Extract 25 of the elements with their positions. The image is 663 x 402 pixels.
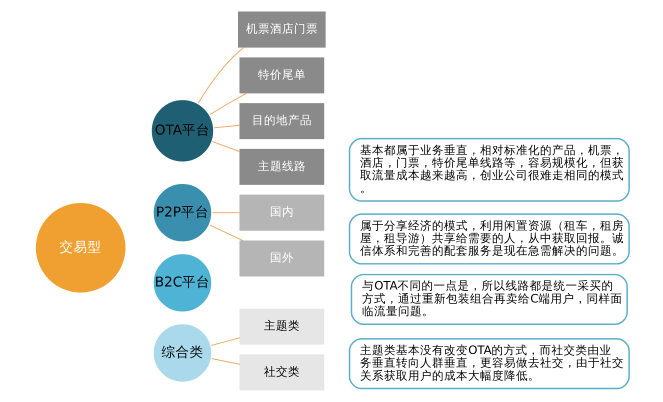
node-box: 属于分享经济的模式，利用闲置资源（租车，租房屋，租导游）共享给需要的人，从中获取回报。诚信体系和完善的配套服务是现在急需解决的问题。	[348, 213, 630, 265]
connector	[211, 212, 240, 214]
node-box: 与OTA不同的一点是，所以线路都是统一采买的方式，通过重新包装组合再卖给C端用户，同样面临流量问题。	[350, 274, 628, 325]
node-box: 国外	[238, 240, 324, 276]
node-circle: 交易型	[33, 201, 127, 295]
node-circle: P2P平台	[151, 182, 213, 244]
connector	[210, 358, 240, 365]
node-box: 主题类基本没有改变OTA的方式，而社交类由业务垂直转向人群垂直，更容易做去社交，由于社交关系获取用户的成本大幅度降低。	[348, 338, 630, 390]
node-box: 基本都属于业务垂直，相对标准化的产品，机票，酒店，门票，特价尾单线路等，容易规模化，但获取流量成本越来越高，创业公司很难走相同的模式。	[348, 138, 630, 202]
node-circle: B2C平台	[151, 252, 213, 314]
node-box: 特价尾单	[238, 57, 324, 94]
connector	[208, 92, 247, 116]
node-box: 国内	[238, 194, 324, 231]
node-box: 主题类	[238, 308, 324, 345]
node-box: 目的地产品	[238, 103, 324, 140]
node-box: 社交类	[238, 354, 324, 390]
connector	[208, 224, 244, 242]
node-box: 主题线路	[238, 148, 324, 185]
connector	[197, 46, 244, 104]
connector	[213, 124, 240, 128]
connector	[210, 337, 240, 346]
node-circle: OTA平台	[149, 98, 215, 164]
node-box: 机票酒店门票	[238, 12, 326, 48]
connector	[211, 141, 240, 152]
node-circle: 综合类	[151, 322, 213, 384]
